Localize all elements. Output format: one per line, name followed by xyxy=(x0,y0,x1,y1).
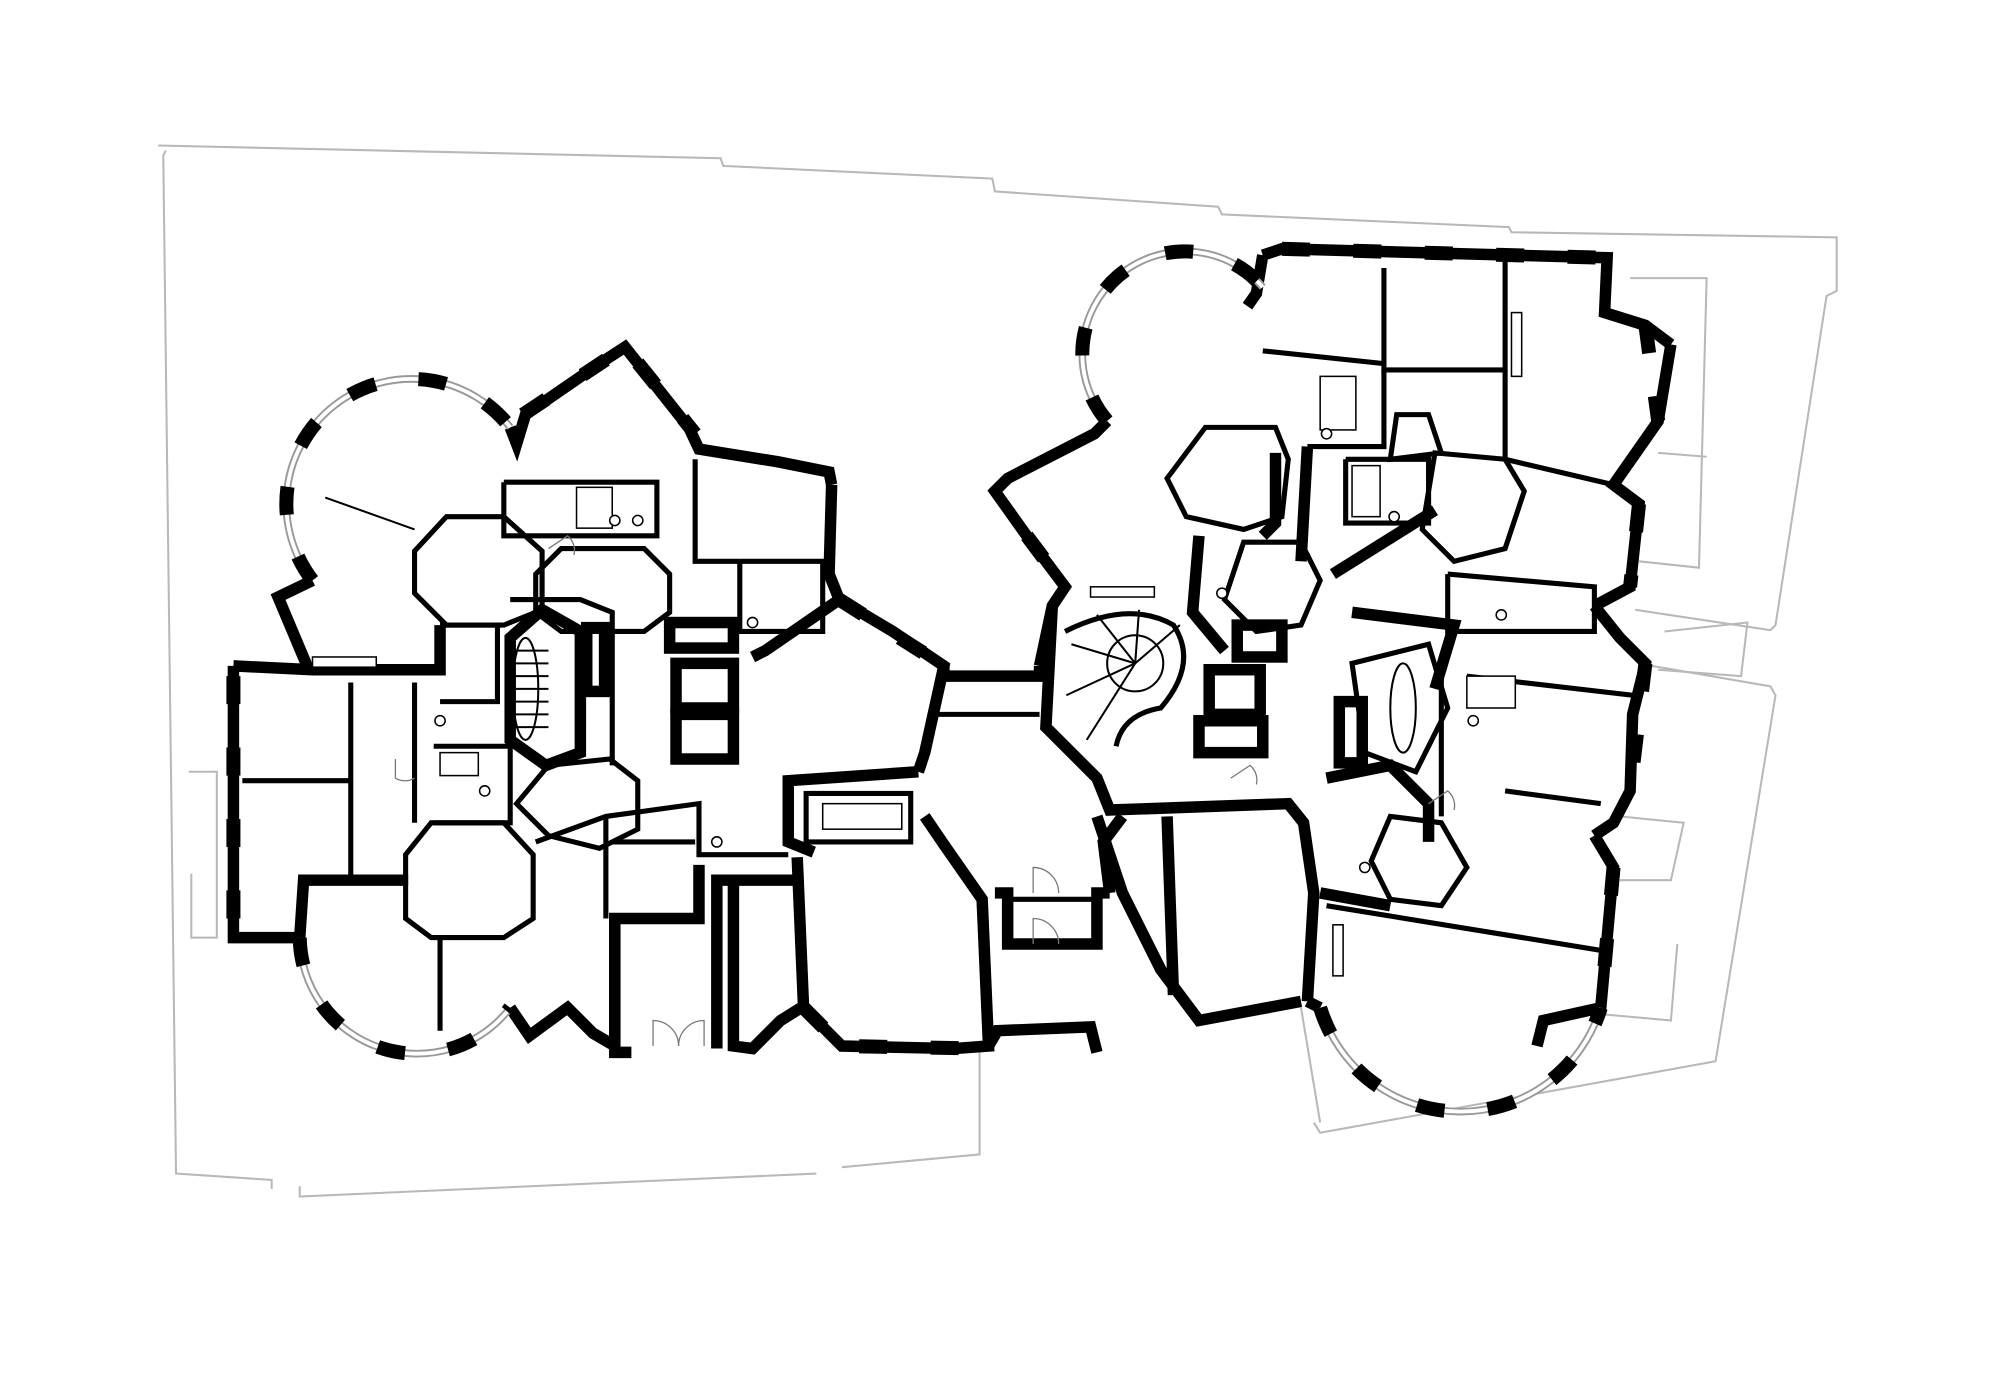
site-boundary xyxy=(158,144,1838,1198)
right-building-walls xyxy=(987,243,1677,1048)
door-swings xyxy=(394,535,1456,1047)
central-link-walls xyxy=(937,665,1128,1054)
stair-treads-left xyxy=(510,649,549,729)
stair-treads-spiral xyxy=(1065,609,1181,741)
right-round-rooms xyxy=(1021,241,1666,1119)
left-building-walls xyxy=(227,339,995,1059)
left-round-rooms xyxy=(226,337,983,1061)
